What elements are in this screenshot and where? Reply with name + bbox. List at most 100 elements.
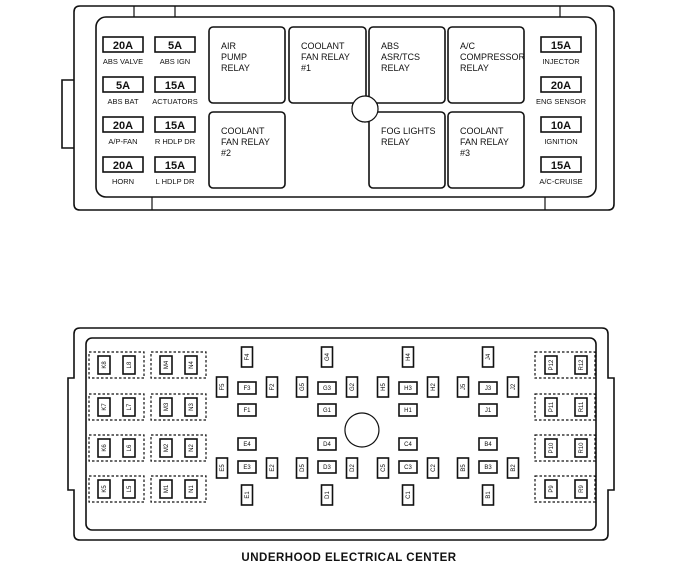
cavity-body[interactable] [122,397,136,417]
cavity-body[interactable] [456,457,470,479]
cavity-p11[interactable]: P11 [544,397,558,417]
cavity-body[interactable] [345,457,359,479]
cavity-body[interactable] [97,479,111,499]
cavity-body[interactable] [265,457,279,479]
cavity-p9[interactable]: P9 [544,479,558,499]
cavity-g5[interactable]: G5 [295,376,309,398]
cavity-body[interactable] [481,346,495,368]
cavity-body[interactable] [184,397,198,417]
cavity-body[interactable] [574,355,588,375]
cavity-body[interactable] [237,403,257,417]
cavity-f5[interactable]: F5 [215,376,229,398]
cavity-r10[interactable]: R10 [574,438,588,458]
cavity-h3[interactable]: H3 [398,381,418,395]
cavity-b4[interactable]: B4 [478,437,498,451]
cavity-body[interactable] [544,397,558,417]
cavity-body[interactable] [237,381,257,395]
cavity-body[interactable] [159,479,173,499]
fuse-body[interactable] [540,36,582,53]
cavity-p12[interactable]: P12 [544,355,558,375]
cavity-body[interactable] [376,376,390,398]
cavity-body[interactable] [401,346,415,368]
cavity-b2[interactable]: B2 [506,457,520,479]
cavity-f2[interactable]: F2 [265,376,279,398]
fuse-body[interactable] [102,116,144,133]
cavity-body[interactable] [317,460,337,474]
cavity-body[interactable] [159,438,173,458]
cavity-body[interactable] [481,484,495,506]
relay-body[interactable] [447,111,525,189]
cavity-l5[interactable]: L5 [122,479,136,499]
cavity-body[interactable] [376,457,390,479]
cavity-body[interactable] [159,355,173,375]
cavity-c5[interactable]: C5 [376,457,390,479]
cavity-body[interactable] [295,457,309,479]
cavity-m4[interactable]: M4 [159,355,173,375]
fuse-body[interactable] [540,116,582,133]
cavity-h5[interactable]: H5 [376,376,390,398]
cavity-n4[interactable]: N4 [184,355,198,375]
cavity-d2[interactable]: D2 [345,457,359,479]
cavity-body[interactable] [478,403,498,417]
cavity-body[interactable] [426,457,440,479]
cavity-m1[interactable]: M1 [159,479,173,499]
cavity-r11[interactable]: R11 [574,397,588,417]
cavity-body[interactable] [478,460,498,474]
fuse-body[interactable] [154,156,196,173]
cavity-p10[interactable]: P10 [544,438,558,458]
cavity-l7[interactable]: L7 [122,397,136,417]
cavity-body[interactable] [398,381,418,395]
cavity-f3[interactable]: F3 [237,381,257,395]
cavity-body[interactable] [478,437,498,451]
cavity-j5[interactable]: J5 [456,376,470,398]
cavity-f4[interactable]: F4 [240,346,254,368]
relay-body[interactable] [208,26,286,104]
cavity-body[interactable] [398,437,418,451]
cavity-body[interactable] [574,479,588,499]
cavity-e5[interactable]: E5 [215,457,229,479]
cavity-body[interactable] [159,397,173,417]
cavity-body[interactable] [215,457,229,479]
fuse-body[interactable] [154,76,196,93]
cavity-body[interactable] [97,438,111,458]
cavity-b3[interactable]: B3 [478,460,498,474]
cavity-body[interactable] [506,457,520,479]
fuse-body[interactable] [102,156,144,173]
fuse-body[interactable] [540,156,582,173]
cavity-r9[interactable]: R9 [574,479,588,499]
relay-body[interactable] [447,26,525,104]
cavity-j1[interactable]: J1 [478,403,498,417]
cavity-d4[interactable]: D4 [317,437,337,451]
cavity-k7[interactable]: K7 [97,397,111,417]
cavity-body[interactable] [184,438,198,458]
cavity-body[interactable] [345,376,359,398]
cavity-h2[interactable]: H2 [426,376,440,398]
cavity-body[interactable] [240,484,254,506]
fuse-body[interactable] [102,76,144,93]
cavity-body[interactable] [215,376,229,398]
cavity-body[interactable] [544,438,558,458]
cavity-g3[interactable]: G3 [317,381,337,395]
cavity-c3[interactable]: C3 [398,460,418,474]
cavity-k6[interactable]: K6 [97,438,111,458]
cavity-j3[interactable]: J3 [478,381,498,395]
cavity-body[interactable] [401,484,415,506]
cavity-body[interactable] [456,376,470,398]
cavity-body[interactable] [97,355,111,375]
fuse-body[interactable] [154,116,196,133]
cavity-g2[interactable]: G2 [345,376,359,398]
cavity-body[interactable] [317,381,337,395]
